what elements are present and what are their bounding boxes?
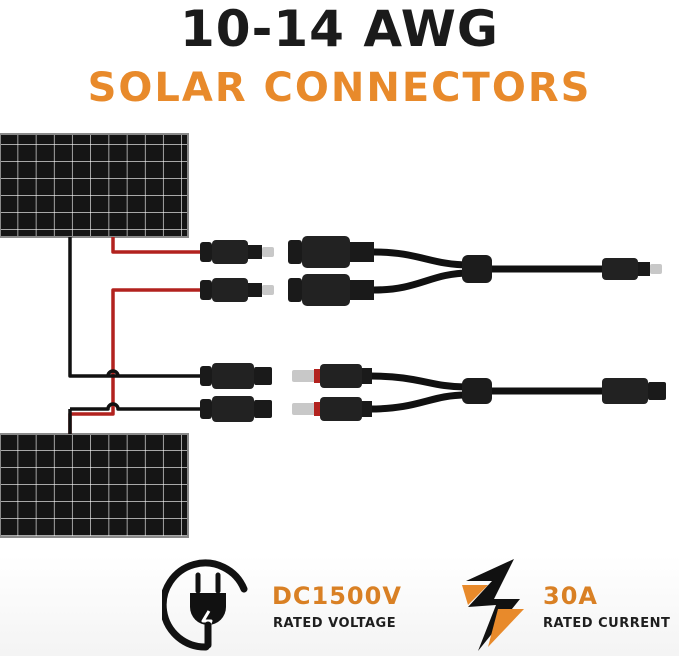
current-label: RATED CURRENT <box>543 616 671 631</box>
mc4-connector <box>200 240 274 264</box>
red-wire-upper <box>111 237 200 254</box>
mc4-connector <box>200 278 274 302</box>
wiring-diagram <box>0 133 666 538</box>
black-wire-right <box>70 402 200 411</box>
mc4-connector <box>200 363 272 389</box>
mc4-connector <box>200 396 272 422</box>
black-wire-crossing <box>106 369 120 377</box>
solar-panel-bottom <box>0 433 189 538</box>
solar-panel-top <box>0 133 189 238</box>
y-branch-connector-upper <box>288 236 662 306</box>
current-value: 30A <box>543 582 598 610</box>
voltage-label: RATED VOLTAGE <box>273 616 397 631</box>
spec-band <box>0 555 679 656</box>
power-plug-icon <box>162 559 248 651</box>
lightning-bolt-icon <box>462 559 524 651</box>
voltage-value: DC1500V <box>272 582 402 610</box>
title-product: SOLAR CONNECTORS <box>87 65 592 111</box>
title-gauge: 10-14 AWG <box>180 0 499 58</box>
black-wire-left <box>68 237 200 378</box>
wiring <box>68 237 200 434</box>
red-wire-lower <box>68 288 200 434</box>
y-branch-connector-lower <box>292 364 666 421</box>
loose-connectors <box>200 240 274 422</box>
